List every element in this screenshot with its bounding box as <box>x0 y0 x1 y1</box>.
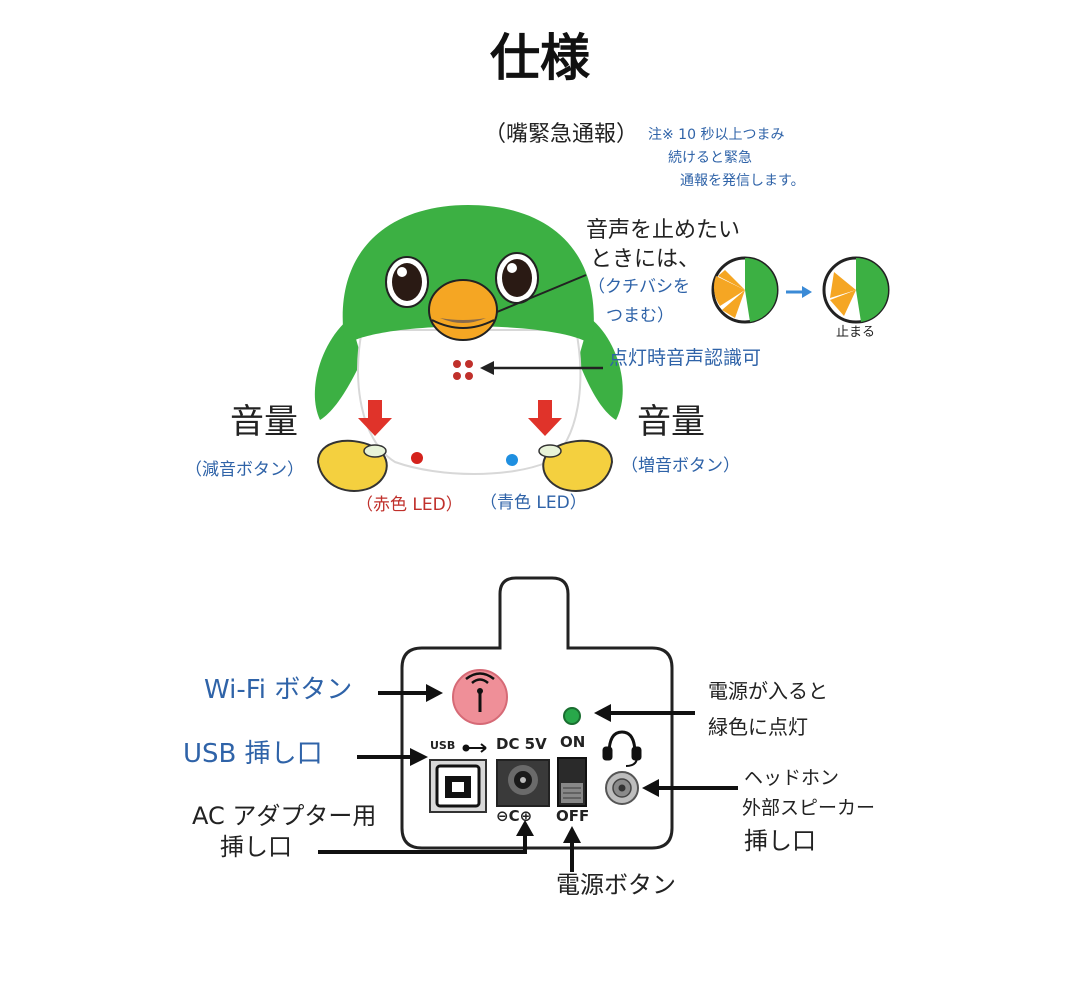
power-on-note-line1: 電源が入ると <box>708 679 828 703</box>
voice-recognition-label: 点灯時音声認識可 <box>609 347 762 369</box>
power-button-arrow <box>563 826 581 872</box>
wifi-button-graphic <box>452 669 508 725</box>
power-led <box>563 707 581 725</box>
power-on-note-line2: 緑色に点灯 <box>708 715 808 739</box>
wifi-arrow <box>378 684 443 702</box>
emergency-note-line1: 注※ 10 秒以上つまみ <box>648 127 785 143</box>
red-led-label: （赤色 LED） <box>356 495 463 515</box>
volume-left-sub: （減音ボタン） <box>185 460 304 480</box>
headphone-label-line1: ヘッドホン <box>744 767 840 789</box>
blue-led <box>506 454 518 466</box>
voice-recognition-arrow <box>480 361 603 375</box>
headphone-label-line2: 外部スピーカー <box>742 797 876 819</box>
power-led-arrow <box>594 704 695 722</box>
headphone-jack-graphic <box>605 771 639 805</box>
wifi-button-label: Wi-Fi ボタン <box>204 675 353 705</box>
beak-leader-line <box>496 274 587 313</box>
stopped-label: 止まる <box>836 325 876 340</box>
volume-up-arrow <box>528 400 562 436</box>
penguin-head <box>342 205 594 345</box>
stop-voice-line1: 音声を止めたい <box>586 218 741 243</box>
emergency-label: （嘴緊急通報） <box>484 122 639 147</box>
stop-voice-how-line2: つまむ） <box>606 306 674 326</box>
usb-marking: USB <box>430 739 456 752</box>
beak-pinch-after-icon <box>822 256 890 324</box>
usb-symbol-icon <box>462 743 487 753</box>
red-led <box>411 452 423 464</box>
power-button-label: 電源ボタン <box>556 871 676 899</box>
blue-led-label: （青色 LED） <box>480 493 587 513</box>
volume-left-label: 音量 <box>230 402 298 442</box>
transition-arrow-icon <box>786 286 812 298</box>
polarity-symbol-icon: ⊖C⊕ <box>496 807 533 825</box>
usb-arrow <box>357 748 428 766</box>
penguin-right-foot <box>538 439 614 492</box>
emergency-note-line3: 通報を発信します。 <box>680 173 805 189</box>
page-title: 仕様 <box>490 29 590 87</box>
usb-port-graphic <box>429 759 487 813</box>
ac-adapter-label-line1: AC アダプター用 <box>192 802 377 830</box>
volume-right-label: 音量 <box>637 402 705 442</box>
on-marking: ON <box>560 733 586 751</box>
penguin-eye-left <box>385 256 429 308</box>
volume-right-sub: （増音ボタン） <box>621 456 740 476</box>
stop-voice-line2: ときには、 <box>590 247 701 272</box>
volume-down-arrow <box>358 400 392 436</box>
penguin-left-wing <box>314 318 362 420</box>
dc-jack-graphic <box>496 759 550 807</box>
usb-port-label: USB 挿し口 <box>183 739 323 769</box>
microphone-dots <box>453 360 473 380</box>
ac-adapter-label-line2: 挿し口 <box>220 833 292 861</box>
emergency-note-line2: 続けると緊急 <box>668 150 752 166</box>
power-switch-graphic <box>557 757 587 807</box>
stop-voice-how-line1: （クチバシを <box>588 277 690 297</box>
penguin-left-foot <box>316 439 388 492</box>
penguin-eye-right <box>495 252 539 304</box>
headphone-label-line3: 挿し口 <box>744 827 816 855</box>
ac-adapter-arrow <box>318 820 534 854</box>
penguin-beak <box>428 279 498 341</box>
headphone-arrow <box>642 779 738 797</box>
dc-marking: DC 5V <box>496 735 547 753</box>
penguin-body <box>357 329 582 475</box>
beak-pinch-before-icon <box>711 256 779 324</box>
off-marking: OFF <box>556 807 590 825</box>
headset-icon <box>602 730 642 767</box>
